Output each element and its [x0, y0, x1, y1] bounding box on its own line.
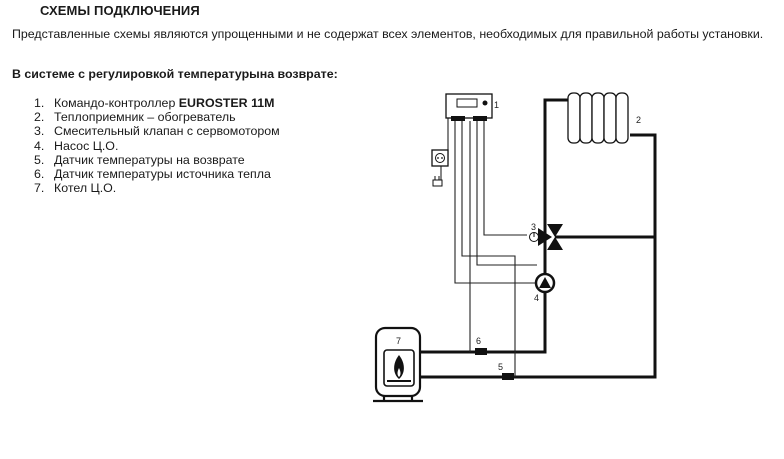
brand-name: EUROSTER 11M: [178, 96, 275, 110]
label-sensor-return: 5: [498, 362, 503, 372]
legend-item: 5.Датчик температуры на возврате: [34, 152, 245, 167]
legend-item: 4.Насос Ц.О.: [34, 138, 119, 153]
legend-item: 3.Смесительный клапан с сервомотором: [34, 124, 280, 139]
label-valve: 3: [531, 222, 536, 232]
pump-icon: [534, 272, 556, 294]
label-boiler: 7: [396, 336, 401, 346]
intro-paragraph: Представленные схемы являются упрощенным…: [12, 27, 764, 41]
power-plug-icon: [432, 176, 443, 187]
radiator-icon: [567, 92, 629, 144]
legend-item: 7.Котел Ц.О.: [34, 181, 117, 196]
power-socket-icon: [431, 149, 449, 167]
page-title: СХЕМЫ ПОДКЛЮЧЕНИЯ: [40, 3, 200, 18]
controller-icon: [445, 93, 493, 121]
label-radiator: 2: [636, 115, 641, 125]
legend-item: 2.Теплоприемник – обогреватель: [34, 110, 236, 125]
label-pump: 4: [534, 293, 539, 303]
component-legend: 1.Командо-контроллер EUROSTER 11M 2.Тепл…: [34, 96, 280, 195]
source-sensor-icon: [475, 348, 487, 355]
legend-item: 1.Командо-контроллер EUROSTER 11M: [34, 96, 275, 110]
section-subheading: В системе с регулировкой температурына в…: [12, 67, 338, 81]
mixing-valve-icon: [529, 224, 563, 250]
label-controller: 1: [494, 100, 499, 110]
label-sensor-source: 6: [476, 336, 481, 346]
return-sensor-icon: [502, 373, 514, 380]
control-wires: [440, 118, 545, 377]
boiler-icon: [373, 326, 423, 403]
legend-item: 6.Датчик температуры источника тепла: [34, 167, 271, 182]
